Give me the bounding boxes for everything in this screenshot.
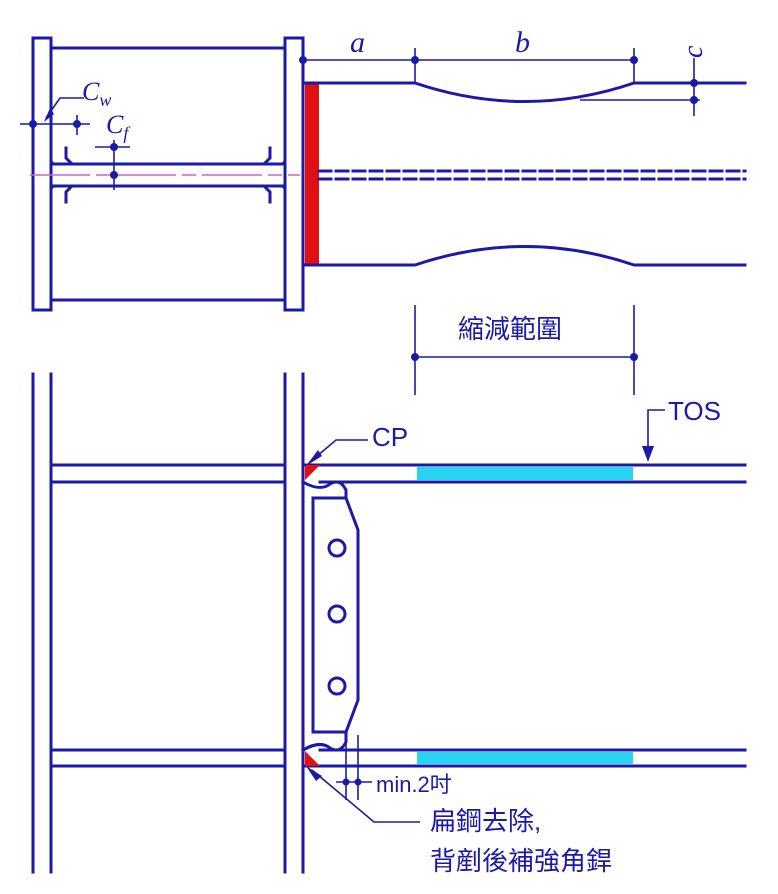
dim-a-label: a <box>350 26 365 59</box>
tos-label: TOS <box>668 396 721 426</box>
bolt-hole <box>327 676 347 696</box>
dim-b-label: b <box>515 26 530 59</box>
note-line-1: 扁鋼去除, <box>430 806 541 836</box>
rbs-top-flange-cut <box>417 467 633 480</box>
reduction-range-label: 縮減範圍 <box>458 314 562 344</box>
cp-weld-top <box>305 465 320 480</box>
column-right-flange <box>283 36 305 312</box>
shear-tab <box>311 496 360 734</box>
min-spacing-label: min.2吋 <box>376 772 452 797</box>
cf-label: Cf <box>106 110 131 143</box>
cp-label: CP <box>372 422 408 452</box>
reduction-range-dimension: 縮減範圍 <box>411 305 638 395</box>
bolt-hole <box>327 538 347 558</box>
beam-flange-bottom-edge <box>301 245 747 267</box>
dim-c-label: c <box>678 45 709 58</box>
rbs-bottom-flange-cut <box>417 752 633 764</box>
top-plan-view: a b c Cw Cf <box>20 26 747 312</box>
beam-flange-top-edge <box>301 81 747 103</box>
note-line-2: 背剷後補強角銲 <box>430 846 612 876</box>
cp-weld-bottom <box>305 751 320 766</box>
column-left-flange <box>31 36 53 312</box>
cp-weld-top-view <box>305 83 319 265</box>
bolt-hole <box>327 604 347 624</box>
bottom-elevation-view: CP TOS min.2吋 扁鋼去除, 背剷後補強角銲 <box>31 372 747 876</box>
cw-label: Cw <box>82 77 111 110</box>
